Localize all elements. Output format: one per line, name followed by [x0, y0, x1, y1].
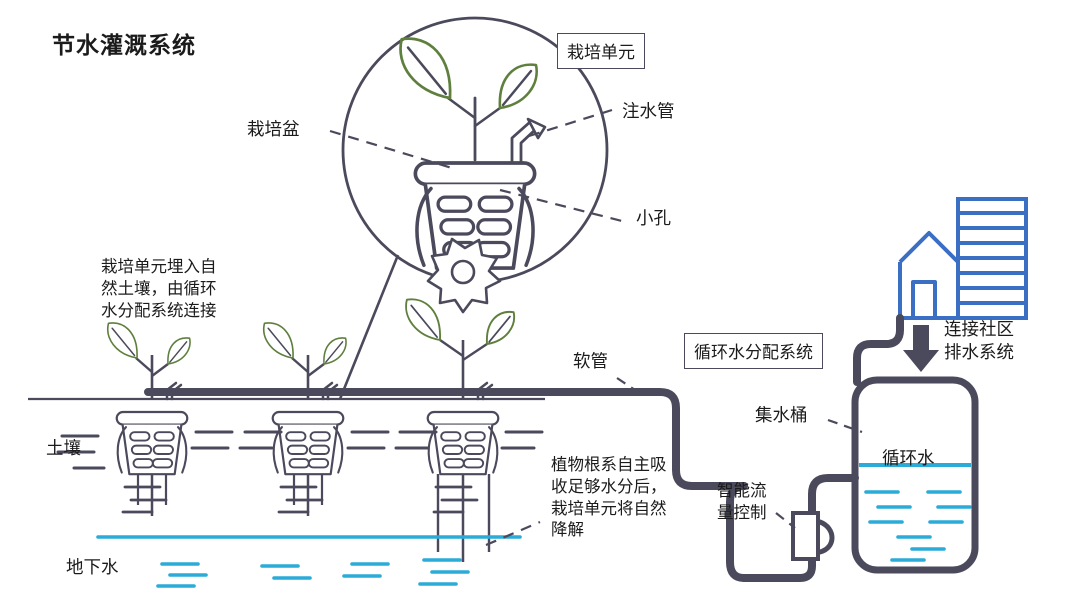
leader-small-hole	[499, 188, 623, 223]
flower-center	[450, 259, 476, 285]
house-to-tank-pipe	[853, 314, 904, 386]
tall-building-icon	[956, 197, 1028, 320]
callout-hose: 软管	[573, 351, 608, 371]
tank-body	[851, 376, 979, 574]
injection-tube-1	[165, 381, 178, 401]
smart-valve-icon	[791, 511, 835, 561]
callout-pot: 栽培盆	[247, 119, 300, 139]
tank-water-marks	[864, 490, 972, 562]
down-arrow-icon	[903, 325, 939, 372]
groundwater-group	[96, 535, 522, 588]
magnifier-group	[329, 16, 623, 400]
planting-unit-3	[405, 237, 516, 562]
magnified-water-pipe	[510, 117, 547, 167]
note-mid: 植物根系自主吸 收足够水分后， 栽培单元将自然 降解	[551, 456, 667, 540]
leader-water-pipe	[528, 108, 613, 138]
house-icon	[898, 231, 960, 320]
callout-collector-tank: 集水桶	[755, 405, 808, 425]
leader-mid-note	[485, 520, 541, 547]
leader-pot	[329, 129, 453, 170]
buildings-group	[898, 197, 1028, 320]
injection-tube-3	[476, 381, 489, 401]
planting-unit-2	[262, 322, 347, 516]
planting-unit-1	[106, 322, 191, 516]
callout-unit-box: 栽培单元	[557, 33, 645, 69]
callout-smart-flow-control: 智能流 量控制	[717, 482, 767, 522]
main-hose	[144, 388, 748, 490]
page-title: 节水灌溉系统	[52, 32, 196, 58]
callout-soil: 土壤	[46, 438, 81, 458]
soil-marks	[56, 430, 544, 470]
leader-tank	[827, 418, 863, 434]
leader-valve	[775, 512, 796, 529]
collector-tank-group	[726, 314, 979, 582]
magnifier-stem	[338, 254, 400, 400]
callout-water-pipe: 注水管	[622, 101, 675, 121]
callout-small-hole: 小孔	[636, 208, 671, 228]
callout-distribution-box: 循环水分配系统	[684, 333, 823, 369]
note-left: 栽培单元埋入自 然土壤，由循环 水分配系统连接	[101, 258, 217, 320]
leader-hose	[616, 377, 642, 395]
return-hose	[726, 482, 748, 582]
callout-groundwater: 地下水	[66, 557, 119, 577]
callout-connect-drainage: 连接社区 排水系统	[944, 319, 1014, 363]
injection-tube-2	[321, 381, 334, 401]
callout-recycled-water: 循环水	[882, 448, 935, 468]
